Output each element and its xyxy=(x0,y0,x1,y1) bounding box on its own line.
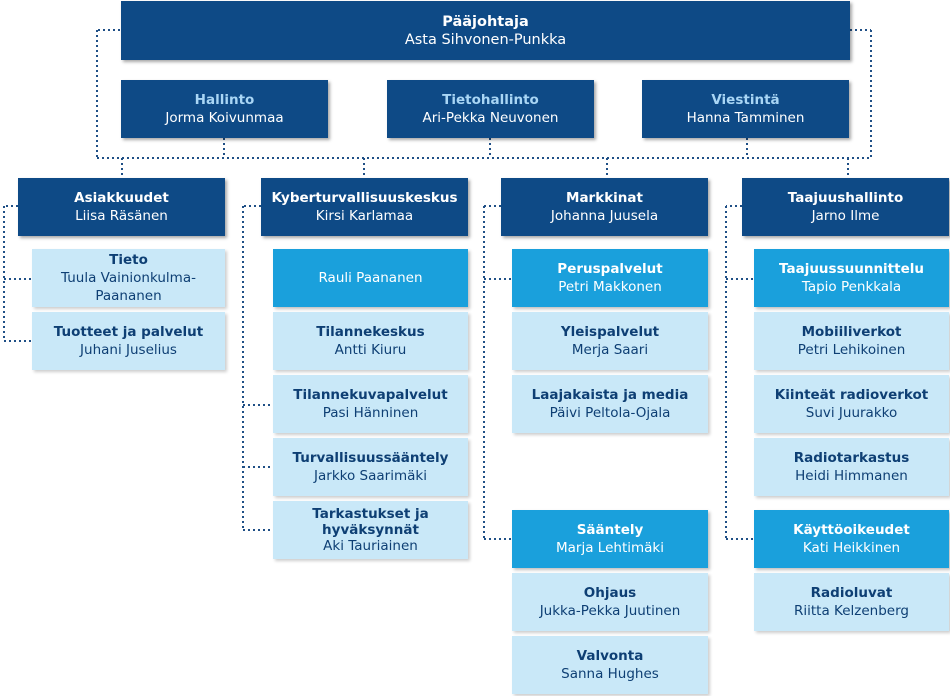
ceo-title: Pääjohtaja xyxy=(442,13,529,30)
staff-name: Ari-Pekka Neuvonen xyxy=(422,110,559,126)
unit-head: Tuula Vainionkulma-Paananen xyxy=(61,270,196,304)
unit-head: Petri Makkonen xyxy=(558,279,662,295)
unit-head: Päivi Peltola-Ojala xyxy=(549,405,671,421)
unit-head: Jarkko Saarimäki xyxy=(314,468,427,484)
unit-box: Mobiiliverkot Petri Lehikoinen xyxy=(754,312,949,370)
unit-title: Tuotteet ja palvelut xyxy=(53,324,204,340)
staff-box-tietohallinto: Tietohallinto Ari-Pekka Neuvonen xyxy=(387,80,594,138)
department-head: Johanna Juusela xyxy=(550,208,659,224)
unit-title: Tilannekeskus xyxy=(316,324,425,340)
unit-title: Radiotarkastus xyxy=(793,450,910,466)
unit-box: Tarkastukset ja hyväksynnät Aki Tauriain… xyxy=(273,501,468,559)
unit-box: Ohjaus Jukka-Pekka Juutinen xyxy=(512,573,708,631)
unit-box-highlighted: Taajuussuunnittelu Tapio Penkkala xyxy=(754,249,949,307)
unit-head: Jukka-Pekka Juutinen xyxy=(539,603,681,619)
unit-head: Aki Tauriainen xyxy=(323,538,418,554)
unit-box: Tieto Tuula Vainionkulma-Paananen xyxy=(32,249,225,307)
staff-box-hallinto: Hallinto Jorma Koivunmaa xyxy=(121,80,328,138)
unit-head: Merja Saari xyxy=(571,342,649,358)
unit-head: Heidi Himmanen xyxy=(795,468,908,484)
ceo-box: Pääjohtaja Asta Sihvonen-Punkka xyxy=(121,1,850,60)
unit-head: Petri Lehikoinen xyxy=(797,342,906,358)
department-head: Liisa Räsänen xyxy=(75,208,168,224)
unit-box: Valvonta Sanna Hughes xyxy=(512,636,708,694)
unit-box: Yleispalvelut Merja Saari xyxy=(512,312,708,370)
unit-head: Suvi Juurakko xyxy=(805,405,898,421)
department-box-markkinat: Markkinat Johanna Juusela xyxy=(501,178,708,236)
unit-head: Marja Lehtimäki xyxy=(556,540,664,556)
unit-box: Tilannekeskus Antti Kiuru xyxy=(273,312,468,370)
unit-title: Valvonta xyxy=(576,648,644,664)
unit-title: Sääntely xyxy=(576,522,644,538)
unit-head: Sanna Hughes xyxy=(561,666,659,682)
unit-head: Pasi Hänninen xyxy=(322,405,419,421)
unit-title: Taajuussuunnittelu xyxy=(779,261,924,277)
staff-name: Jorma Koivunmaa xyxy=(165,110,284,126)
department-box-asiakkuudet: Asiakkuudet Liisa Räsänen xyxy=(18,178,225,236)
unit-head: Tapio Penkkala xyxy=(801,279,902,295)
unit-box: Tuotteet ja palvelut Juhani Juselius xyxy=(32,312,225,370)
unit-title: Tarkastukset ja hyväksynnät xyxy=(312,506,429,538)
staff-title: Hallinto xyxy=(194,92,255,108)
unit-box: Tilannekuvapalvelut Pasi Hänninen xyxy=(273,375,468,433)
unit-title: Peruspalvelut xyxy=(557,261,663,277)
ceo-name: Asta Sihvonen-Punkka xyxy=(404,31,567,48)
unit-title: Käyttöoikeudet xyxy=(793,522,910,538)
department-head: Jarno Ilme xyxy=(811,208,880,224)
unit-head: Antti Kiuru xyxy=(334,342,407,358)
unit-title: Ohjaus xyxy=(583,585,637,601)
unit-box: Laajakaista ja media Päivi Peltola-Ojala xyxy=(512,375,708,433)
staff-name: Hanna Tamminen xyxy=(686,110,805,126)
unit-box: Kiinteät radioverkot Suvi Juurakko xyxy=(754,375,949,433)
unit-head: Riitta Kelzenberg xyxy=(794,603,909,619)
unit-title: Yleispalvelut xyxy=(560,324,660,340)
department-title: Markkinat xyxy=(566,190,643,206)
unit-head: Rauli Paananen xyxy=(318,270,423,286)
unit-box: Radiotarkastus Heidi Himmanen xyxy=(754,438,949,496)
department-head: Kirsi Karlamaa xyxy=(315,208,414,224)
staff-title: Viestintä xyxy=(711,92,780,108)
unit-title: Laajakaista ja media xyxy=(531,387,689,403)
unit-title: Kiinteät radioverkot xyxy=(774,387,929,403)
unit-head: Kati Heikkinen xyxy=(802,540,901,556)
unit-box-highlighted: Peruspalvelut Petri Makkonen xyxy=(512,249,708,307)
unit-title: Radioluvat xyxy=(810,585,893,601)
department-box-kyberturvallisuuskeskus: Kyberturvallisuuskeskus Kirsi Karlamaa xyxy=(261,178,468,236)
unit-head: Juhani Juselius xyxy=(80,342,177,358)
department-title: Asiakkuudet xyxy=(74,190,169,206)
department-title: Taajuushallinto xyxy=(787,190,904,206)
staff-title: Tietohallinto xyxy=(442,92,539,108)
unit-title: Tieto xyxy=(109,252,148,268)
unit-box-highlighted: Käyttöoikeudet Kati Heikkinen xyxy=(754,510,949,568)
unit-box-highlighted: Rauli Paananen xyxy=(273,249,468,307)
unit-box-highlighted: Sääntely Marja Lehtimäki xyxy=(512,510,708,568)
unit-box: Radioluvat Riitta Kelzenberg xyxy=(754,573,949,631)
unit-box: Turvallisuussääntely Jarkko Saarimäki xyxy=(273,438,468,496)
department-title: Kyberturvallisuuskeskus xyxy=(271,190,458,206)
staff-box-viestinta: Viestintä Hanna Tamminen xyxy=(642,80,849,138)
unit-title: Turvallisuussääntely xyxy=(292,450,449,466)
unit-title: Mobiiliverkot xyxy=(801,324,902,340)
unit-title: Tilannekuvapalvelut xyxy=(293,387,448,403)
department-box-taajuushallinto: Taajuushallinto Jarno Ilme xyxy=(742,178,949,236)
